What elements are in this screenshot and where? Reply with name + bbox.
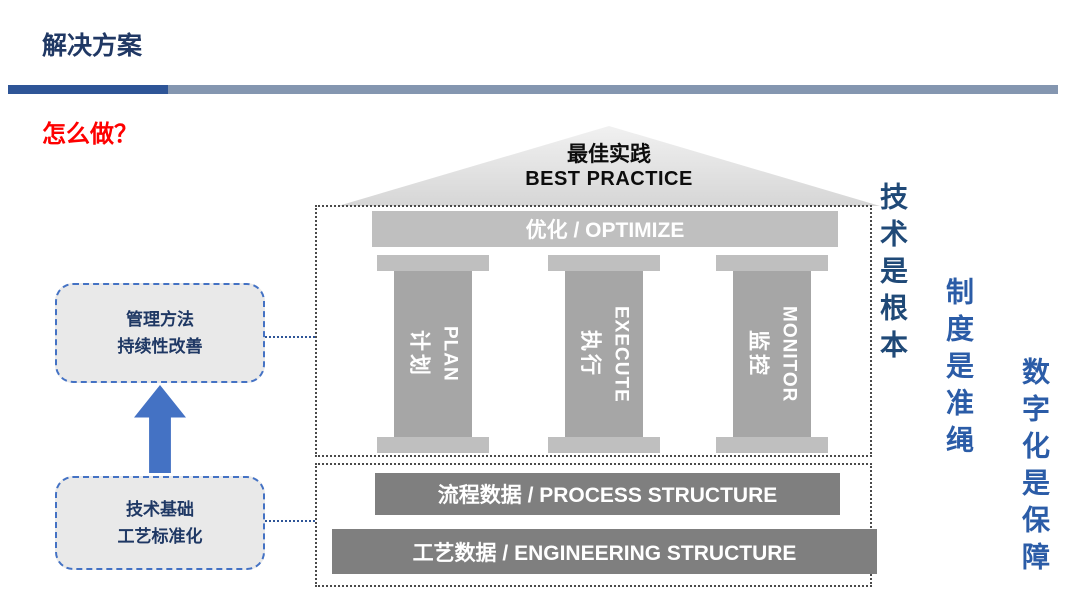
side-note-digitalization: 数字化是保障 xyxy=(1019,357,1050,579)
page-title: 解决方案 xyxy=(42,32,143,60)
pillar-execute-base xyxy=(548,437,660,453)
process-structure-bar: 流程数据 / PROCESS STRUCTURE xyxy=(375,473,840,515)
roof-title-en: BEST PRACTICE xyxy=(525,168,693,190)
pillar-execute-shaft: 执行 EXECUTE xyxy=(565,271,643,437)
question-text: 怎么做？ xyxy=(42,121,138,148)
connector-management-to-temple xyxy=(265,336,315,338)
pillar-plan-capital xyxy=(377,255,489,271)
pillar-monitor: 监控 MONITOR xyxy=(716,255,828,453)
side-note-technology: 技术是根本 xyxy=(877,182,908,367)
management-method-line1: 管理方法 xyxy=(126,309,194,329)
title-divider-accent xyxy=(8,85,168,94)
technical-foundation-line2: 工艺标准化 xyxy=(117,527,203,546)
temple-roof-label: 最佳实践 BEST PRACTICE xyxy=(338,138,880,191)
temple-body-dotted-box xyxy=(315,205,872,457)
pillar-plan-label-cn: 计划 xyxy=(407,330,431,378)
pillar-execute: 执行 EXECUTE xyxy=(548,255,660,453)
pillar-plan: 计划 PLAN xyxy=(377,255,489,453)
up-arrow xyxy=(134,385,186,473)
optimize-beam: 优化 / OPTIMIZE xyxy=(372,211,838,247)
management-method-line2: 持续性改善 xyxy=(117,337,203,356)
pillar-monitor-base xyxy=(716,437,828,453)
side-note-institution: 制度是准绳 xyxy=(943,277,974,462)
pillar-monitor-shaft: 监控 MONITOR xyxy=(733,271,811,437)
pillar-plan-label-en: PLAN xyxy=(439,326,461,382)
pillar-execute-label-cn: 执行 xyxy=(578,330,602,378)
pillar-monitor-label-en: MONITOR xyxy=(778,305,800,403)
foundation-dotted-box xyxy=(315,463,872,587)
connector-foundation-to-temple xyxy=(265,520,315,522)
pillar-execute-label-en: EXECUTE xyxy=(610,305,632,403)
pillar-monitor-capital xyxy=(716,255,828,271)
pillar-monitor-label-cn: 监控 xyxy=(746,330,770,378)
title-divider-bar xyxy=(8,85,1058,94)
pillar-plan-shaft: 计划 PLAN xyxy=(394,271,472,437)
technical-foundation-box: 技术基础 工艺标准化 xyxy=(55,476,265,570)
technical-foundation-line1: 技术基础 xyxy=(126,499,194,519)
engineering-structure-bar: 工艺数据 / ENGINEERING STRUCTURE xyxy=(332,529,877,574)
management-method-box: 管理方法 持续性改善 xyxy=(55,283,265,383)
pillar-plan-base xyxy=(377,437,489,453)
pillar-execute-capital xyxy=(548,255,660,271)
roof-title-cn: 最佳实践 xyxy=(567,143,651,166)
